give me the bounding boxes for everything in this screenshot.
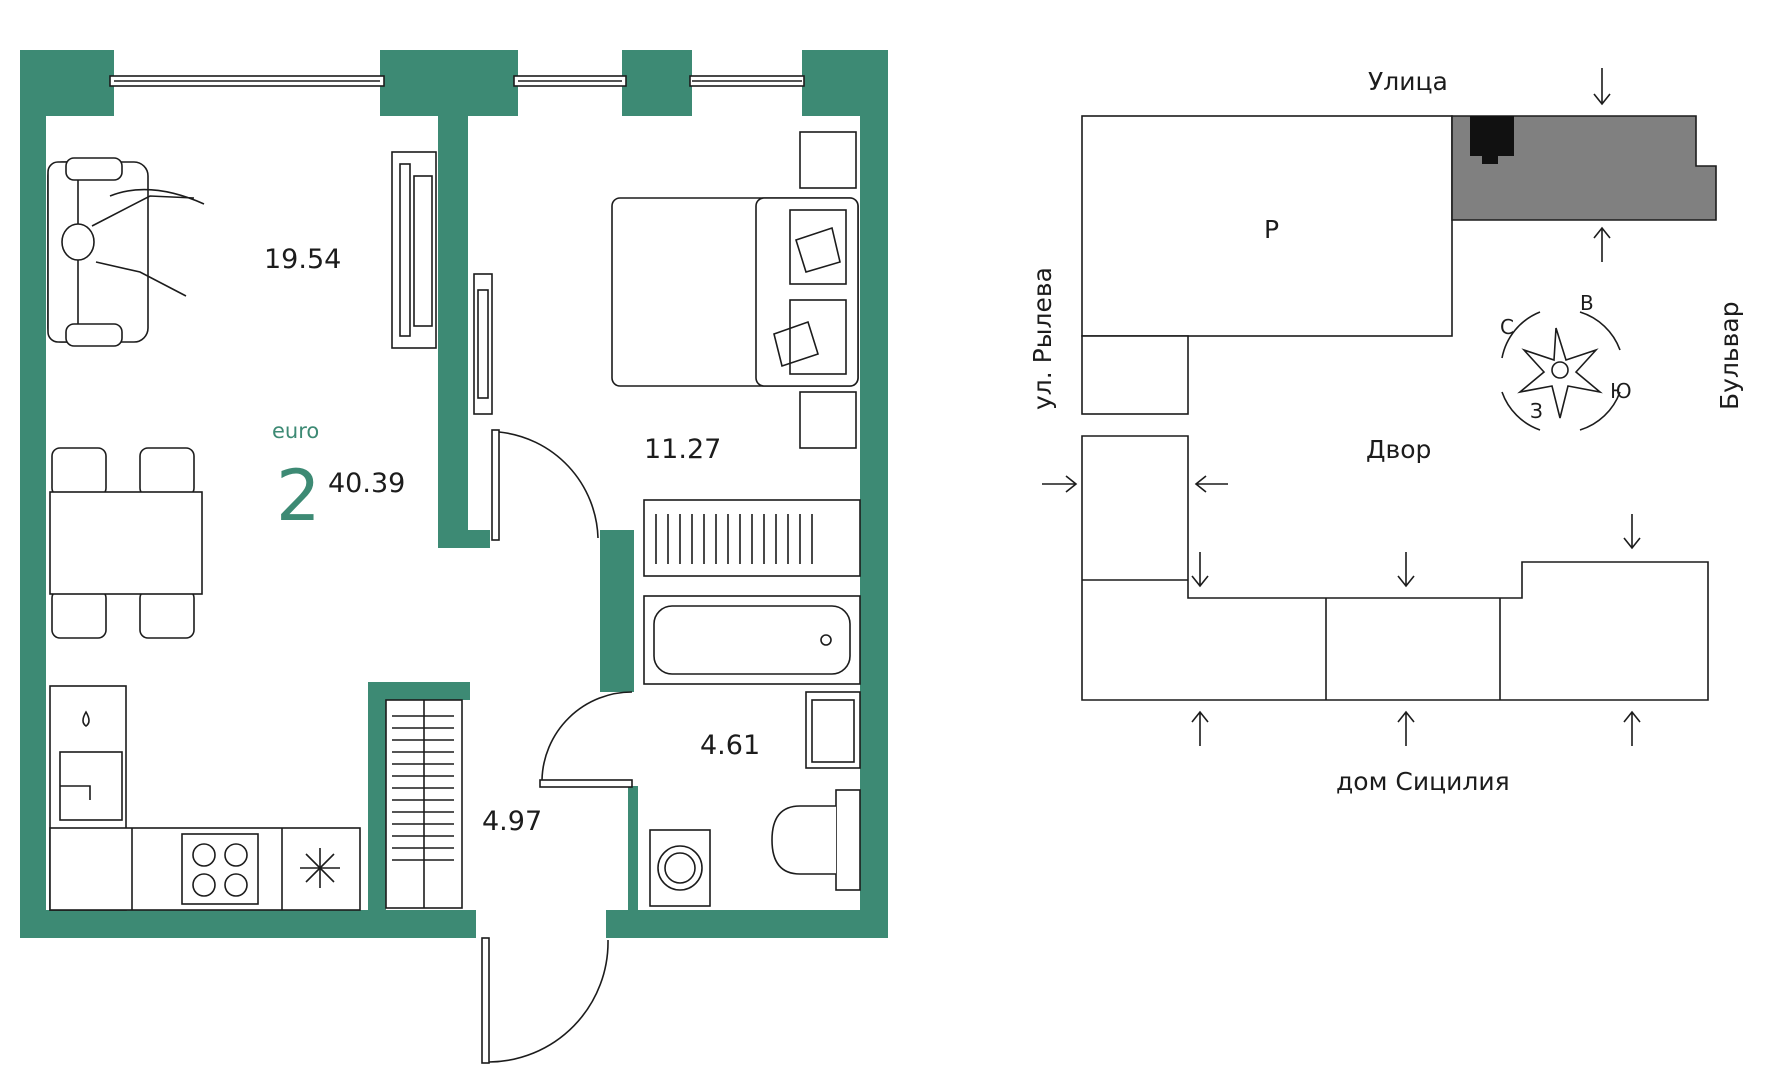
building-small-annex — [1081, 335, 1189, 415]
stove-icon — [181, 833, 259, 905]
floor-plan: 19.54 11.27 4.61 4.97 euro 2 40.39 — [20, 50, 888, 1064]
street-top-label: Улица — [1368, 67, 1448, 96]
radiator-icon — [643, 499, 861, 577]
bedroom-area: 11.27 — [644, 434, 721, 465]
hallway-area: 4.97 — [482, 806, 542, 837]
bathroom-area: 4.61 — [700, 730, 760, 761]
walls — [20, 50, 888, 938]
site-plan: Улица ул. Рылева Бульвар Двор дом Сицили… — [1028, 67, 1744, 796]
nightstand-icons — [799, 131, 857, 449]
sofa-icon — [47, 157, 205, 347]
fridge-icon — [300, 848, 340, 888]
parking-building — [1081, 115, 1453, 337]
washing-machine-icon — [649, 829, 711, 907]
apartment-type-label: euro — [272, 419, 319, 443]
street-right-label: Бульвар — [1715, 301, 1744, 410]
parking-label: Р — [1264, 215, 1279, 244]
toilet-icon — [771, 789, 861, 891]
sink-icon — [805, 691, 861, 769]
bed-icon — [611, 197, 859, 387]
bathtub-icon — [643, 595, 861, 685]
dining-table-icon — [49, 447, 203, 639]
living-room-area: 19.54 — [264, 244, 341, 275]
street-left-label: ул. Рылева — [1028, 267, 1057, 410]
highlighted-building — [1451, 115, 1717, 221]
windows — [109, 50, 805, 116]
wardrobe-icon — [385, 699, 463, 909]
tv-icon — [391, 151, 437, 349]
compass-north: С — [1500, 315, 1514, 339]
doors — [481, 429, 633, 1064]
total-area: 40.39 — [328, 468, 405, 499]
tv-bedroom-icon — [473, 273, 493, 415]
yard-label: Двор — [1366, 435, 1431, 464]
rooms-count: 2 — [276, 455, 321, 537]
apartment-location-marker-tab — [1482, 156, 1498, 164]
arrow-icon — [1042, 68, 1641, 746]
compass-icon: С В Ю З — [1500, 291, 1632, 431]
bottom-building-label: дом Сицилия — [1336, 767, 1510, 796]
apartment-location-marker — [1470, 116, 1514, 156]
compass-west: З — [1530, 399, 1543, 423]
compass-south: Ю — [1610, 379, 1632, 403]
residential-block — [1081, 435, 1709, 701]
compass-east: В — [1580, 291, 1594, 315]
